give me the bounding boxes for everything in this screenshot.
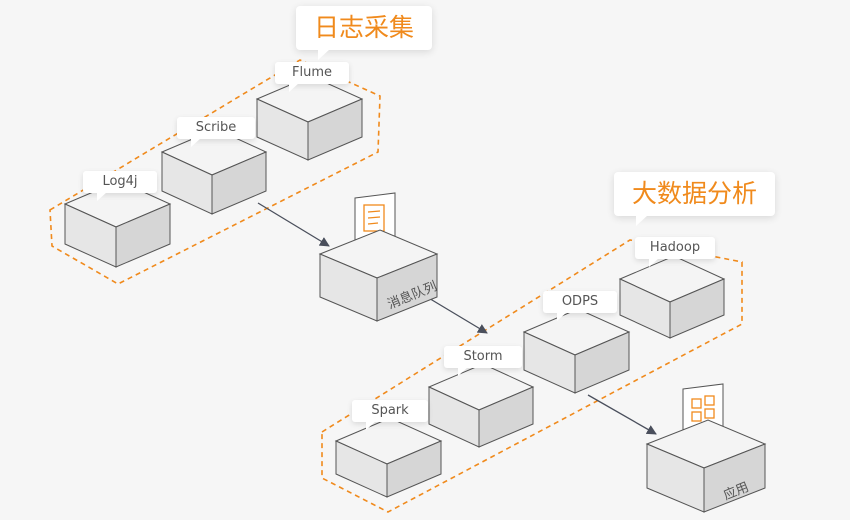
- big-data-group-outline: [321, 239, 743, 513]
- message-queue-box: [318, 229, 439, 322]
- hadoop-label: Hadoop: [635, 237, 715, 267]
- arrow-odps-to-app: [587, 394, 657, 435]
- scribe-label: Scribe: [177, 117, 255, 147]
- log4j-box: [63, 180, 172, 268]
- log-collection-title: 日志采集: [296, 6, 433, 60]
- big-data-analysis-title: 大数据分析: [614, 172, 776, 226]
- spark-box: [334, 417, 443, 498]
- spark-label: Spark: [352, 400, 428, 430]
- application-box: [645, 419, 767, 513]
- arrow-queue-to-storm: [421, 293, 488, 334]
- hadoop-box: [618, 255, 726, 339]
- log4j-label: Log4j: [83, 171, 157, 201]
- odps-box: [522, 308, 631, 394]
- odps-label: ODPS: [543, 291, 617, 321]
- scribe-box: [160, 128, 268, 215]
- storm-label: Storm: [444, 346, 522, 376]
- flume-label: Flume: [275, 62, 349, 92]
- log-collection-group-outline: [49, 59, 381, 285]
- storm-box: [427, 363, 535, 448]
- flume-box: [255, 75, 364, 161]
- arrow-scribe-to-queue: [257, 202, 330, 247]
